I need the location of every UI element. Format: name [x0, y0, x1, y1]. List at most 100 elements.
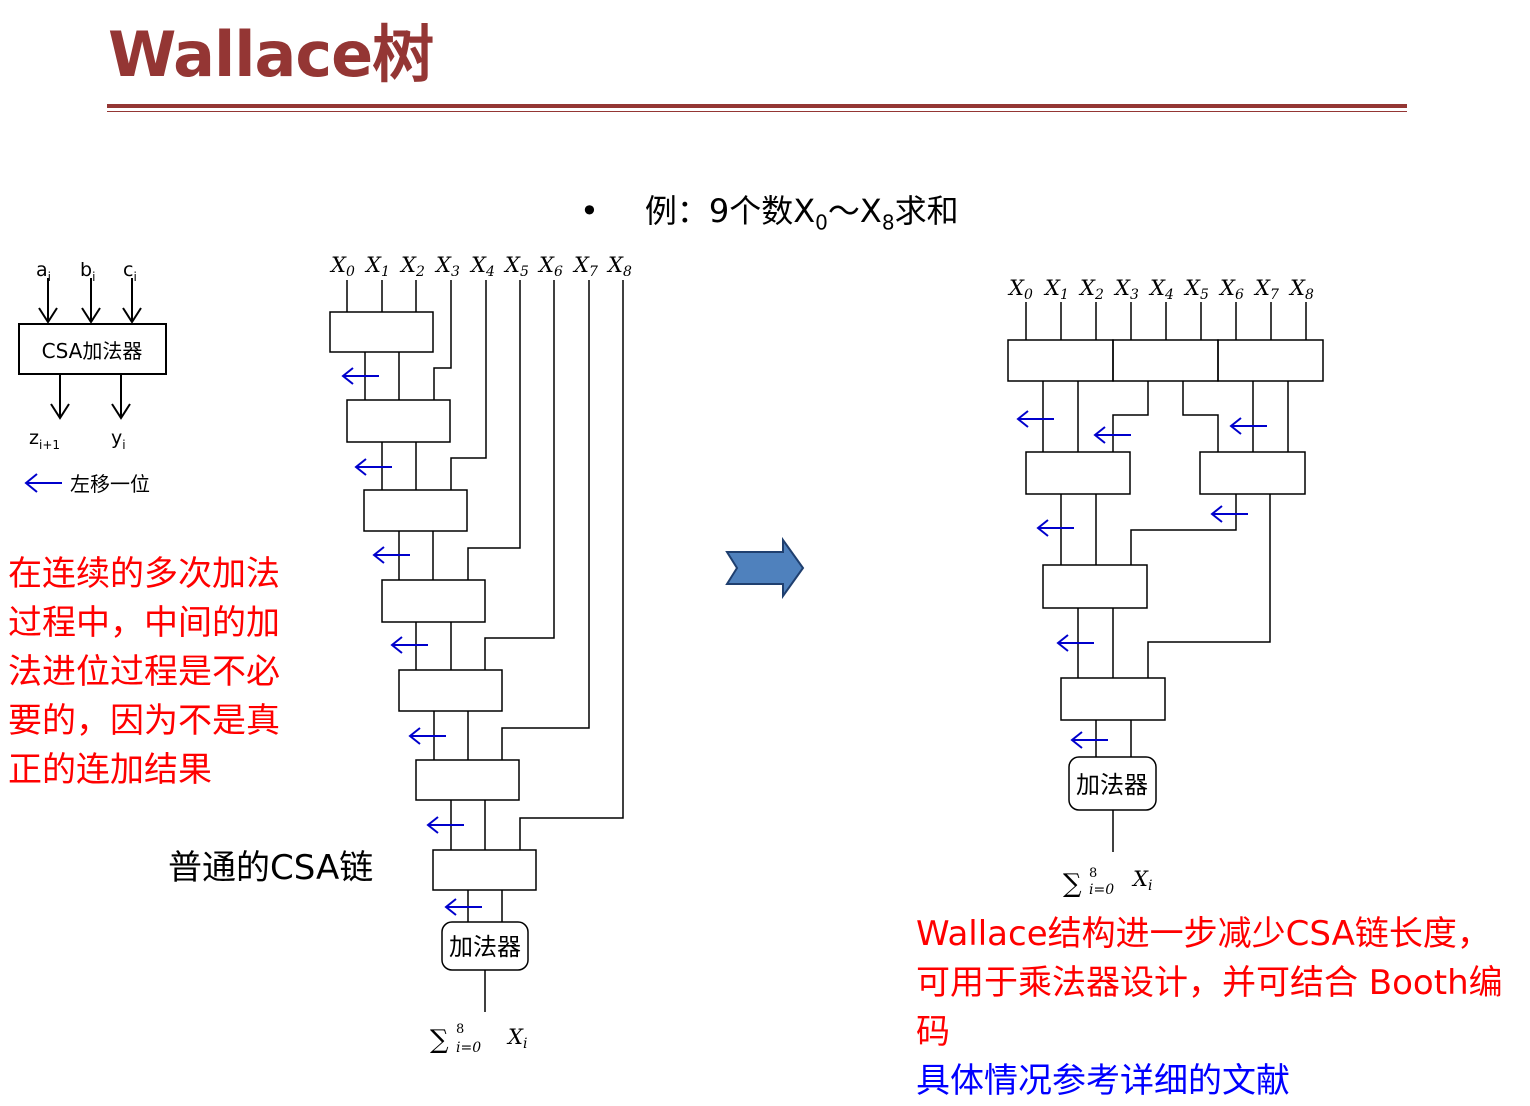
- legend-arrowhead-z: [50, 403, 70, 420]
- tree-sum-lower: i=0: [1089, 882, 1114, 898]
- tree-input-x0: X0: [1007, 276, 1033, 303]
- chain-input-x1: X1: [364, 253, 390, 280]
- tree-shift-arrows: [1016, 410, 1267, 749]
- tree-input-x5: X5: [1183, 276, 1209, 303]
- csa-legend: ai bi ci CSA加法器 zi+1 yi 左移一位: [18, 259, 167, 496]
- chain-input-x7: X7: [572, 253, 598, 280]
- legend-csa-box: [18, 323, 167, 375]
- tree-shift-arrow-icon: [1093, 426, 1131, 444]
- tree-input-x3: X3: [1113, 276, 1139, 303]
- chain-sum-lower: i=0: [456, 1040, 481, 1056]
- transform-arrow-icon: [725, 536, 805, 600]
- tree-sum-upper: 8: [1089, 866, 1097, 881]
- tree-csa-1b: [1112, 339, 1219, 382]
- tree-csa-2b: [1199, 451, 1306, 495]
- legend-output-y: yi: [111, 427, 126, 452]
- title-underline-thick: [107, 104, 1407, 108]
- legend-output-z: zi+1: [29, 427, 60, 452]
- legend-arrowhead-b: [81, 307, 101, 324]
- tree-level4-wires: [1095, 720, 1132, 852]
- tree-input-x7: X7: [1253, 276, 1279, 303]
- chain-csa-6: [415, 759, 520, 801]
- legend-arrowhead-a: [38, 307, 58, 324]
- bullet-marker: •: [580, 192, 599, 230]
- chain-csa-1: [329, 311, 434, 353]
- slide-title: Wallace树: [108, 18, 434, 91]
- tree-shift-arrow-icon: [1056, 634, 1094, 652]
- tree-csa-3: [1042, 564, 1148, 609]
- tree-input-wires: [1025, 302, 1307, 340]
- chain-shift-arrow-icon: [426, 816, 464, 834]
- csa-chain-caption: 普通的CSA链: [168, 848, 374, 888]
- chain-shift-arrow-icon: [390, 636, 428, 654]
- right-note-red: Wallace结构进一步减少CSA链长度，可用于乘法器设计，并可结合 Booth…: [916, 914, 1503, 1052]
- chain-sum-expression: ∑ 8 i=0 Xi: [430, 1022, 527, 1056]
- chain-csa-5: [398, 669, 503, 712]
- wallace-tree: X0 X1 X2 X3 X4 X5 X6 X7 X8: [1007, 276, 1324, 899]
- tree-sum-symbol: ∑: [1063, 869, 1082, 899]
- legend-input-a: ai: [36, 259, 51, 284]
- bullet-mid: ～X: [827, 192, 882, 230]
- tree-input-x1: X1: [1043, 276, 1069, 303]
- legend-arrowhead-y: [111, 403, 131, 420]
- tree-input-x6: X6: [1218, 276, 1244, 303]
- legend-input-b: bi: [80, 259, 95, 284]
- bullet-sub-0: 0: [815, 210, 828, 235]
- csa-chain: X0 X1 X2 X3 X4 X5 X6 X7 X8: [329, 253, 632, 1056]
- tree-shift-arrow-icon: [1016, 410, 1054, 428]
- right-explanation-note: Wallace结构进一步减少CSA链长度，可用于乘法器设计，并可结合 Booth…: [916, 910, 1516, 1106]
- chain-input-x8: X8: [606, 253, 632, 280]
- tree-shift-arrow-icon: [1229, 417, 1267, 435]
- tree-level2-wires: [1060, 494, 1271, 678]
- chain-input-x3: X3: [434, 253, 460, 280]
- chain-final-adder: [441, 921, 529, 971]
- chain-input-x0: X0: [329, 253, 355, 280]
- legend-input-c: ci: [123, 259, 137, 284]
- title-underline-thin: [107, 111, 1407, 112]
- tree-level1-wires: [1042, 381, 1289, 452]
- tree-sum-var: Xi: [1131, 867, 1152, 894]
- chain-input-x4: X4: [469, 253, 495, 280]
- tree-csa-2a: [1025, 451, 1131, 495]
- chain-shift-arrows: [341, 367, 482, 916]
- tree-input-x8: X8: [1288, 276, 1314, 303]
- tree-shift-arrow-icon: [1036, 519, 1074, 537]
- chain-shift-arrow-icon: [341, 367, 379, 385]
- bullet-prefix: 例：9个数X: [644, 192, 816, 230]
- tree-final-adder-label: 加法器: [1076, 771, 1148, 799]
- right-note-blue: 具体情况参考详细的文献: [916, 1061, 1290, 1101]
- left-explanation-note: 在连续的多次加法过程中，中间的加法进位过程是不必要的，因为不是真正的连加结果: [8, 554, 280, 790]
- tree-sum-expression: ∑ 8 i=0 Xi: [1063, 866, 1152, 899]
- chain-input-x6: X6: [537, 253, 563, 280]
- chain-stage-wires: [364, 352, 503, 1012]
- legend-shift-arrow-icon: [24, 473, 62, 493]
- tree-input-x2: X2: [1078, 276, 1104, 303]
- chain-sum-symbol: ∑: [430, 1025, 449, 1055]
- chain-input-x5: X5: [503, 253, 529, 280]
- bullet-suffix: 求和: [894, 192, 959, 230]
- chain-csa-4: [381, 579, 486, 623]
- chain-shift-arrow-icon: [444, 898, 482, 916]
- chain-csa-3: [363, 489, 468, 532]
- tree-input-x4: X4: [1148, 276, 1174, 303]
- chain-csa-2: [346, 399, 451, 443]
- legend-shift-label: 左移一位: [70, 472, 150, 496]
- chain-final-adder-label: 加法器: [449, 933, 521, 961]
- tree-csa-1c: [1217, 339, 1324, 382]
- chain-sum-var: Xi: [506, 1025, 527, 1052]
- chain-csa-7: [432, 849, 537, 891]
- chain-shift-arrow-icon: [372, 546, 410, 564]
- bullet-sub-8: 8: [881, 210, 895, 235]
- tree-csa-4: [1060, 677, 1166, 721]
- tree-shift-arrow-icon: [1210, 505, 1248, 523]
- legend-arrowhead-c: [122, 307, 142, 324]
- chain-input-x2: X2: [399, 253, 425, 280]
- chain-sum-upper: 8: [456, 1022, 464, 1037]
- chain-shift-arrow-icon: [408, 727, 446, 745]
- tree-final-adder: [1068, 756, 1157, 811]
- tree-csa-1a: [1007, 339, 1114, 382]
- example-bullet: • 例：9个数X0～X8求和: [580, 186, 959, 234]
- chain-input-wires: [346, 280, 624, 850]
- chain-shift-arrow-icon: [354, 458, 392, 476]
